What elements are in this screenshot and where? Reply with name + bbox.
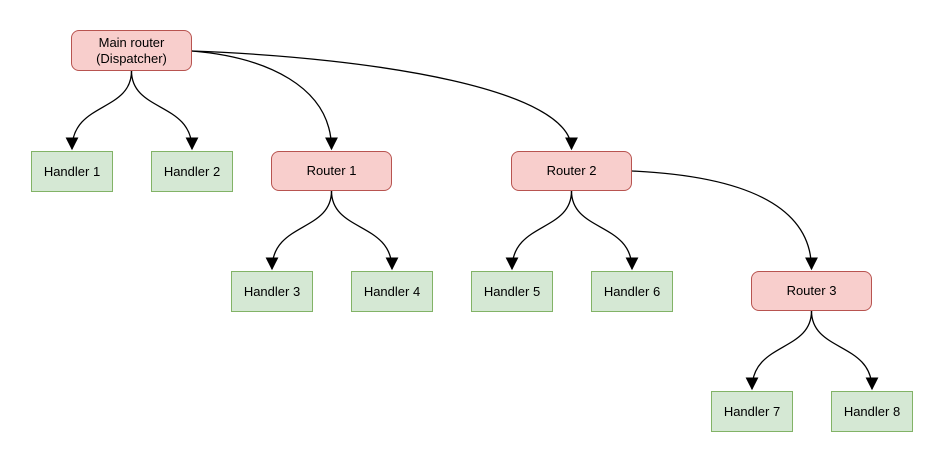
node-router-1: Router 1 (271, 151, 392, 191)
node-label: Router 2 (546, 163, 597, 178)
node-handler-5: Handler 5 (471, 271, 553, 312)
edge-router-3-to-handler-8 (810, 310, 879, 391)
edge-main-router-to-router-1 (191, 50, 338, 151)
edge-main-router-to-handler-1 (65, 70, 133, 151)
node-handler-4: Handler 4 (351, 271, 433, 312)
edge-router-2-to-handler-5 (505, 190, 573, 271)
edge-router-1-to-handler-3 (265, 190, 333, 271)
node-handler-2: Handler 2 (151, 151, 233, 192)
node-label-line: (Dispatcher) (96, 50, 167, 66)
node-label: Handler 1 (43, 163, 101, 179)
node-handler-3: Handler 3 (231, 271, 313, 312)
edge-main-router-to-router-2 (191, 50, 578, 151)
node-label: Handler 3 (243, 283, 301, 299)
node-router-3: Router 3 (751, 271, 872, 311)
node-main-router: Main router (Dispatcher) (71, 30, 192, 71)
node-label: Router 1 (306, 163, 357, 178)
edge-router-2-to-router-3 (631, 170, 818, 271)
node-handler-8: Handler 8 (831, 391, 913, 432)
node-label: Handler 4 (363, 283, 421, 299)
node-label: Handler 7 (723, 403, 781, 419)
node-handler-7: Handler 7 (711, 391, 793, 432)
edge-router-3-to-handler-7 (745, 310, 813, 391)
edge-main-router-to-handler-2 (130, 70, 199, 151)
node-label: Handler 2 (163, 163, 221, 179)
node-label: Handler 5 (483, 283, 541, 299)
node-label: Handler 6 (603, 283, 661, 299)
node-label-line: Main router (98, 34, 165, 50)
node-main-router-label: Main router (Dispatcher) (96, 35, 167, 67)
edge-router-2-to-handler-6 (570, 190, 639, 271)
node-handler-6: Handler 6 (591, 271, 673, 312)
node-router-2: Router 2 (511, 151, 632, 191)
node-label: Handler 8 (843, 403, 901, 419)
node-label: Router 3 (786, 283, 837, 298)
node-handler-1: Handler 1 (31, 151, 113, 192)
edge-router-1-to-handler-4 (330, 190, 399, 271)
